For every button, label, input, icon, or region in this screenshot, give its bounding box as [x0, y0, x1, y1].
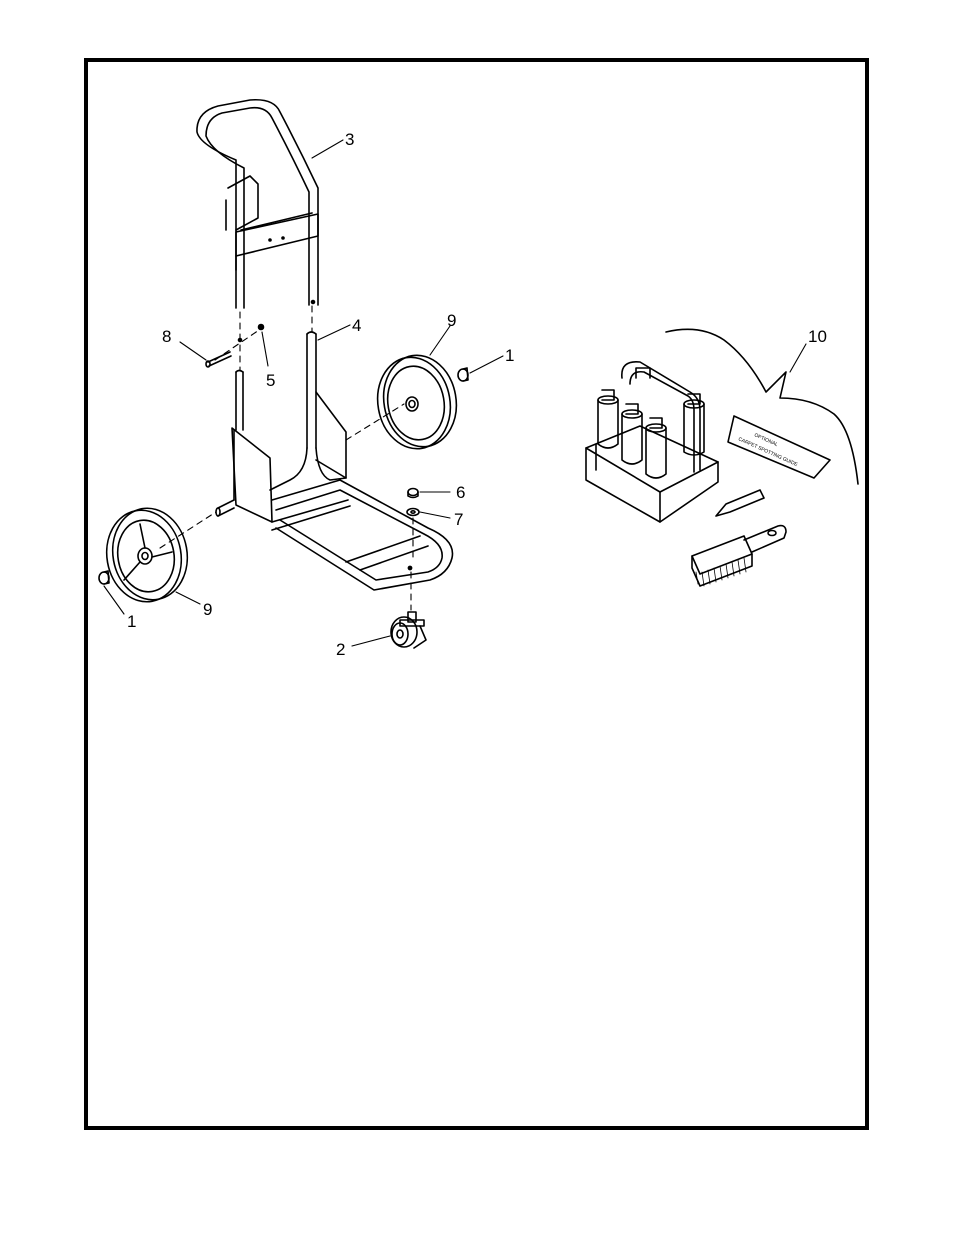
callout-2: 2 [336, 640, 345, 659]
callout-1-left: 1 [127, 612, 136, 631]
callout-4: 4 [352, 316, 361, 335]
spotting-kit [586, 329, 858, 586]
callout-3: 3 [345, 130, 354, 149]
callout-9-left: 9 [203, 600, 212, 619]
callout-7: 7 [454, 510, 463, 529]
bolt-8 [206, 352, 231, 367]
washer-7 [407, 509, 419, 516]
callout-10: 10 [808, 327, 827, 346]
callout-6: 6 [456, 483, 465, 502]
callout-8: 8 [162, 327, 171, 346]
callout-1-right: 1 [505, 346, 514, 365]
wheel-right [371, 349, 464, 454]
callout-9-right: 9 [447, 311, 456, 330]
nut-6 [408, 489, 418, 498]
caster-wheel [391, 612, 426, 648]
hub-cap-right [458, 368, 468, 381]
cart-lower-frame [216, 332, 453, 590]
callout-5: 5 [266, 371, 275, 390]
wheel-left [100, 502, 195, 607]
cart-handle [197, 100, 318, 342]
hub-cap-left [99, 571, 109, 584]
